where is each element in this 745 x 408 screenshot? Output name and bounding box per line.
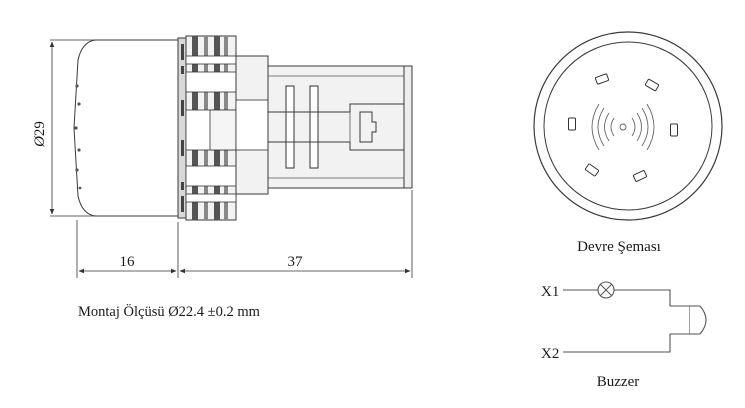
- circuit-diagram: X1 X2: [541, 281, 707, 362]
- front-cap: [73, 39, 179, 217]
- front-length-label: 16: [120, 254, 136, 270]
- ring-ribs: [181, 44, 184, 212]
- side-view: [73, 35, 413, 221]
- outer-rim: [533, 31, 723, 221]
- length-dimensions: 16 37: [76, 190, 413, 278]
- cap-holes: [74, 84, 82, 190]
- terminal-post-2: [309, 85, 319, 169]
- knurled-ring: [177, 37, 187, 219]
- terminal-x2-label: X2: [541, 346, 559, 362]
- diameter-dimension: Ø29: [32, 39, 95, 217]
- mounting-note: Montaj Ölçüsü Ø22.4 ±0.2 mm: [78, 303, 261, 320]
- sound-wave-icon: [591, 103, 655, 151]
- buzzer-symbol: [689, 305, 707, 335]
- inner-face: [543, 41, 713, 211]
- front-view: [533, 31, 723, 221]
- buzzer-caption: Buzzer: [597, 374, 639, 390]
- schematic-title: Devre Şeması: [577, 239, 661, 255]
- diameter-label: Ø29: [32, 121, 48, 148]
- terminal-x1-label: X1: [541, 284, 559, 300]
- sound-slots: [568, 73, 678, 182]
- body-length-label: 37: [288, 254, 304, 270]
- lamp-symbol: [597, 281, 615, 299]
- nut-threads: [185, 36, 237, 220]
- terminal-post-1: [285, 85, 295, 169]
- terminal-pin: [267, 103, 405, 151]
